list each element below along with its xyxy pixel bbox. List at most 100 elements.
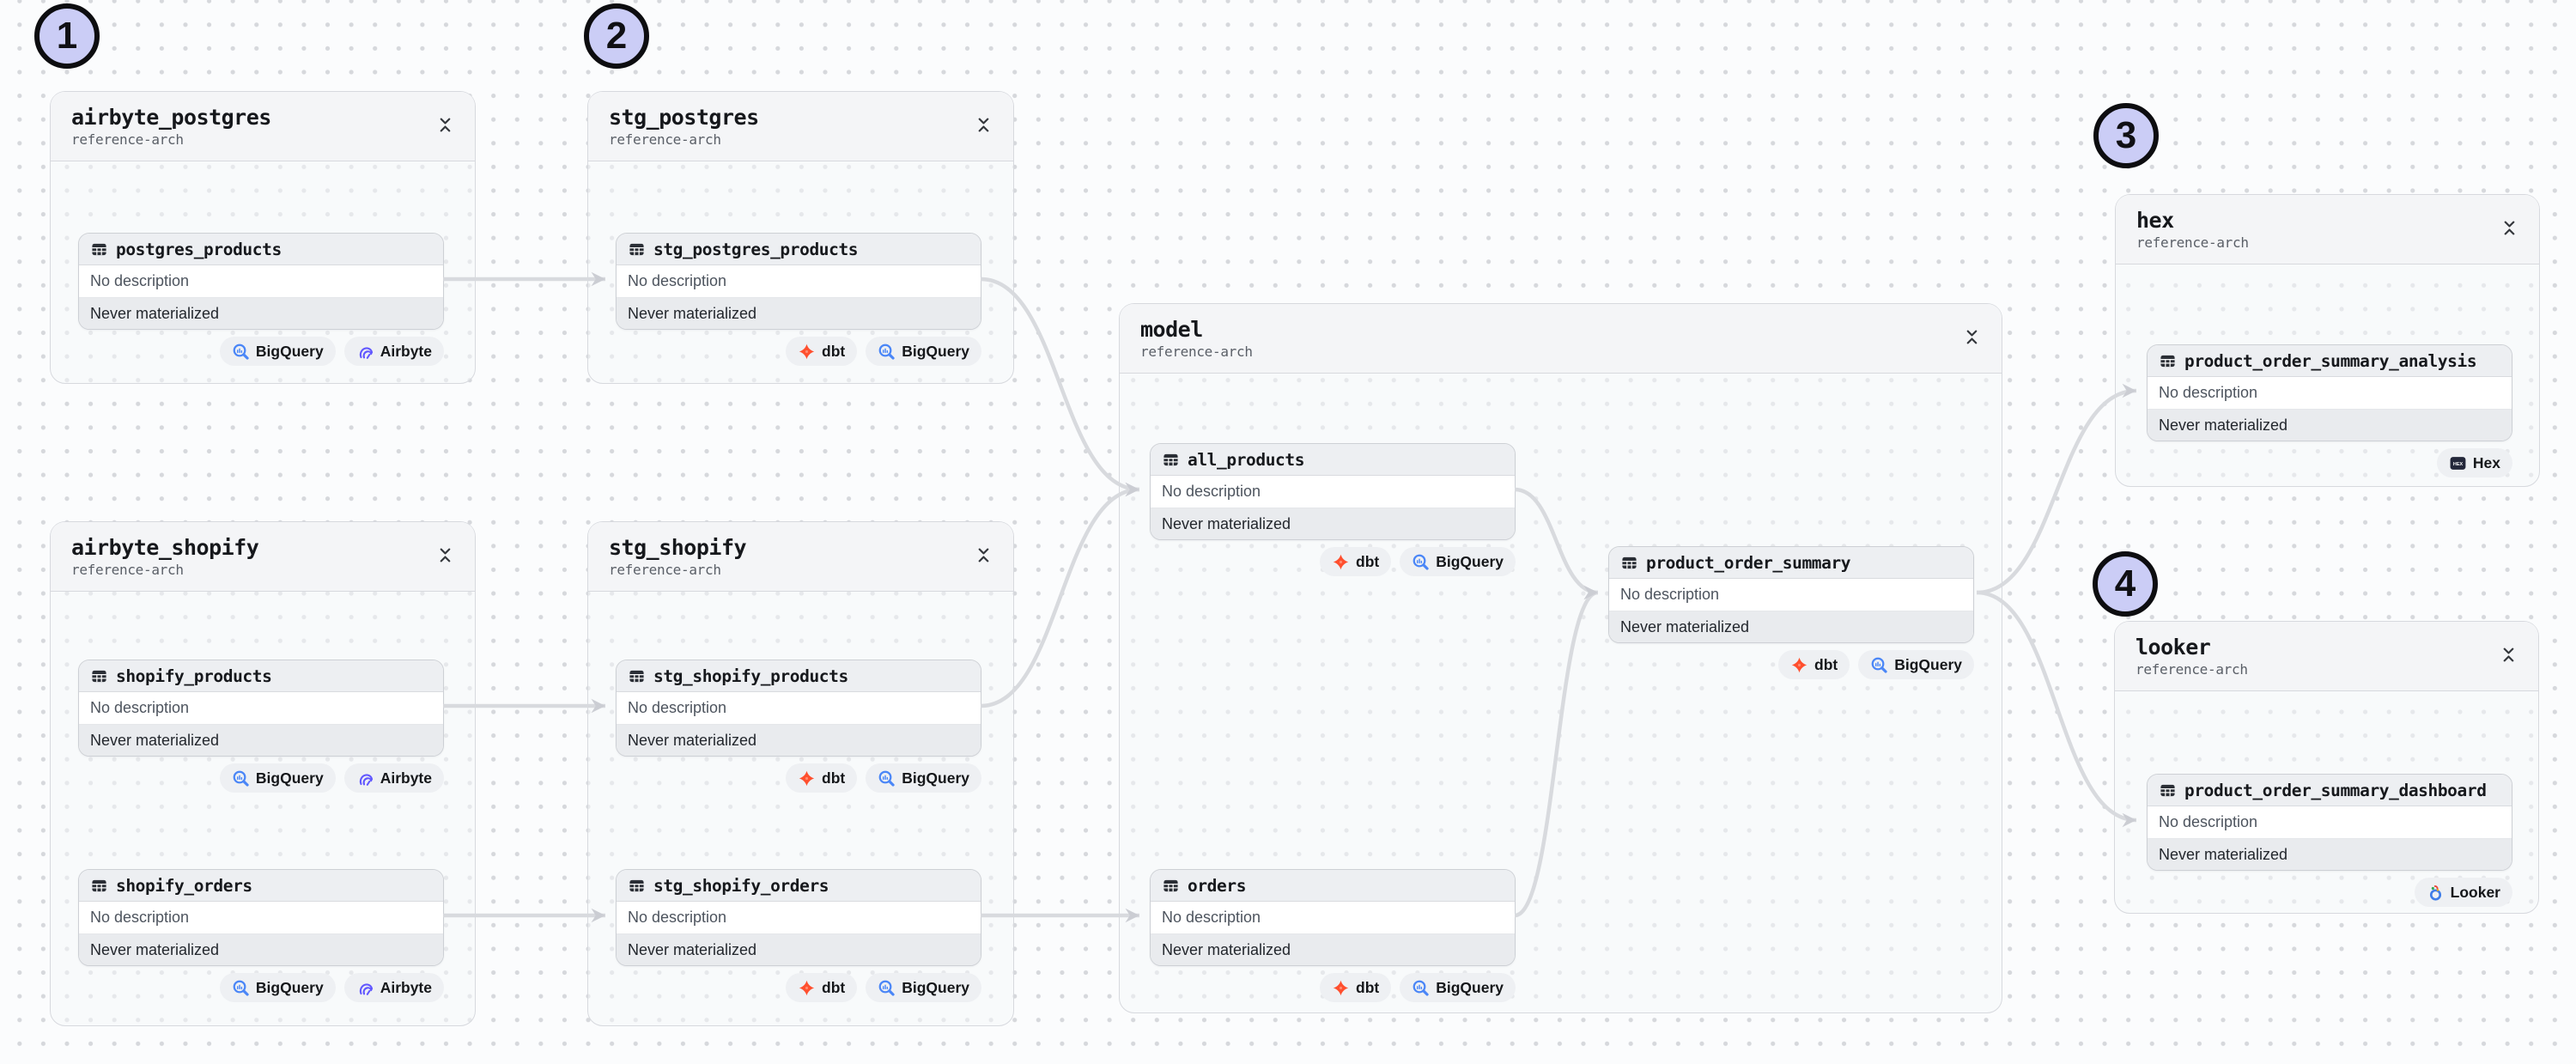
asset-card[interactable]: product_order_summary_analysis No descri… — [2147, 344, 2512, 441]
collapse-group-button[interactable] — [2497, 645, 2519, 667]
asset-node-shopify_orders[interactable]: shopify_orders No description Never mate… — [78, 869, 444, 1002]
asset-card[interactable]: product_order_summary_dashboard No descr… — [2147, 774, 2512, 871]
asset-name: product_order_summary_analysis — [2184, 350, 2477, 371]
bigquery-badge[interactable]: BigQuery — [1400, 973, 1516, 1002]
asset-card[interactable]: stg_shopify_orders No description Never … — [616, 869, 981, 966]
collapse-group-button[interactable] — [2498, 218, 2520, 240]
asset-description: No description — [1151, 476, 1515, 508]
table-icon — [92, 243, 106, 255]
badge-label: dbt — [1814, 655, 1838, 673]
collapse-group-button[interactable] — [434, 115, 456, 137]
asset-title-row[interactable]: shopify_products — [79, 660, 443, 692]
asset-node-product_order_summary_analysis[interactable]: product_order_summary_analysis No descri… — [2147, 344, 2512, 477]
asset-title-row[interactable]: product_order_summary_analysis — [2148, 345, 2512, 377]
asset-materialization-status: Never materialized — [2148, 839, 2512, 870]
asset-badge-row: dbt BigQuery — [1778, 650, 1974, 679]
group-title: looker — [2136, 634, 2211, 660]
bigquery-badge[interactable]: BigQuery — [866, 973, 981, 1002]
asset-title-row[interactable]: product_order_summary_dashboard — [2148, 775, 2512, 806]
dbt-icon — [1332, 553, 1350, 571]
dbt-icon — [798, 769, 816, 787]
asset-description: No description — [1151, 902, 1515, 934]
table-icon — [92, 670, 106, 682]
bigquery-badge[interactable]: BigQuery — [866, 337, 981, 366]
group-subtitle: reference-arch — [609, 561, 721, 578]
bigquery-badge[interactable]: BigQuery — [219, 337, 336, 366]
collapse-group-button[interactable] — [434, 545, 456, 568]
bigquery-badge[interactable]: BigQuery — [219, 973, 336, 1002]
asset-card[interactable]: postgres_products No description Never m… — [78, 233, 444, 330]
badge-label: BigQuery — [255, 769, 324, 787]
asset-name: stg_shopify_products — [653, 666, 848, 686]
asset-badge-row: dbt BigQuery — [1320, 973, 1516, 1002]
step-marker-3: 3 — [2093, 103, 2159, 168]
asset-group-model: model reference-arch all_products — [1119, 303, 2002, 1013]
asset-card[interactable]: product_order_summary No description Nev… — [1608, 546, 1974, 643]
bigquery-icon — [1412, 979, 1430, 997]
asset-name: product_order_summary_dashboard — [2184, 780, 2487, 800]
asset-name: stg_shopify_orders — [653, 875, 829, 896]
asset-node-product_order_summary[interactable]: product_order_summary No description Nev… — [1608, 546, 1974, 679]
asset-title-row[interactable]: all_products — [1151, 444, 1515, 476]
dbt-badge[interactable]: dbt — [1320, 973, 1392, 1002]
asset-card[interactable]: all_products No description Never materi… — [1150, 443, 1516, 540]
airbyte-badge[interactable]: Airbyte — [343, 337, 444, 366]
asset-name: product_order_summary — [1646, 552, 1851, 573]
dbt-badge[interactable]: dbt — [786, 763, 858, 793]
asset-node-stg_shopify_products[interactable]: stg_shopify_products No description Neve… — [616, 660, 981, 793]
asset-title-row[interactable]: stg_shopify_orders — [617, 870, 981, 902]
asset-card[interactable]: stg_shopify_products No description Neve… — [616, 660, 981, 757]
dbt-badge[interactable]: dbt — [1778, 650, 1850, 679]
collapse-vertical-icon — [1965, 329, 1979, 348]
badge-label: Looker — [2450, 883, 2500, 901]
asset-node-shopify_products[interactable]: shopify_products No description Never ma… — [78, 660, 444, 793]
step-number: 1 — [56, 15, 78, 57]
table-icon — [1622, 556, 1637, 568]
airbyte-badge[interactable]: Airbyte — [343, 973, 444, 1002]
asset-title-row[interactable]: orders — [1151, 870, 1515, 902]
asset-title-row[interactable]: shopify_orders — [79, 870, 443, 902]
asset-node-stg_shopify_orders[interactable]: stg_shopify_orders No description Never … — [616, 869, 981, 1002]
asset-node-postgres_products[interactable]: postgres_products No description Never m… — [78, 233, 444, 366]
asset-node-orders[interactable]: orders No description Never materialized… — [1150, 869, 1516, 1002]
asset-card[interactable]: orders No description Never materialized — [1150, 869, 1516, 966]
bigquery-badge[interactable]: BigQuery — [219, 763, 336, 793]
airbyte-badge[interactable]: Airbyte — [343, 763, 444, 793]
bigquery-icon — [1412, 553, 1430, 571]
asset-title-row[interactable]: postgres_products — [79, 234, 443, 265]
asset-materialization-status: Never materialized — [1151, 934, 1515, 965]
asset-title-row[interactable]: stg_postgres_products — [617, 234, 981, 265]
bigquery-badge[interactable]: BigQuery — [866, 763, 981, 793]
collapse-group-button[interactable] — [972, 545, 994, 568]
step-number: 2 — [605, 15, 628, 57]
bigquery-badge[interactable]: BigQuery — [1400, 547, 1516, 576]
svg-text:HEX: HEX — [2453, 462, 2464, 467]
dbt-badge[interactable]: dbt — [786, 337, 858, 366]
asset-name: postgres_products — [116, 239, 282, 259]
bigquery-badge[interactable]: BigQuery — [1858, 650, 1974, 679]
dbt-badge[interactable]: dbt — [786, 973, 858, 1002]
asset-materialization-status: Never materialized — [1151, 508, 1515, 539]
asset-card[interactable]: shopify_products No description Never ma… — [78, 660, 444, 757]
asset-materialization-status: Never materialized — [617, 725, 981, 756]
asset-group-hex: hex reference-arch product_order_summary… — [2115, 194, 2540, 487]
asset-node-product_order_summary_dashboard[interactable]: product_order_summary_dashboard No descr… — [2147, 774, 2512, 907]
bigquery-icon — [232, 979, 250, 997]
bigquery-icon — [878, 343, 896, 361]
dbt-badge[interactable]: dbt — [1320, 547, 1392, 576]
badge-label: dbt — [822, 978, 846, 996]
collapse-group-button[interactable] — [1960, 327, 1983, 350]
looker-badge[interactable]: Looker — [2414, 878, 2512, 907]
asset-badge-row: dbt BigQuery — [1320, 547, 1516, 576]
asset-title-row[interactable]: stg_shopify_products — [617, 660, 981, 692]
asset-node-stg_postgres_products[interactable]: stg_postgres_products No description Nev… — [616, 233, 981, 366]
asset-node-all_products[interactable]: all_products No description Never materi… — [1150, 443, 1516, 576]
collapse-vertical-icon — [976, 547, 991, 566]
collapse-group-button[interactable] — [972, 115, 994, 137]
asset-title-row[interactable]: product_order_summary — [1609, 547, 1973, 579]
asset-card[interactable]: shopify_orders No description Never mate… — [78, 869, 444, 966]
asset-card[interactable]: stg_postgres_products No description Nev… — [616, 233, 981, 330]
